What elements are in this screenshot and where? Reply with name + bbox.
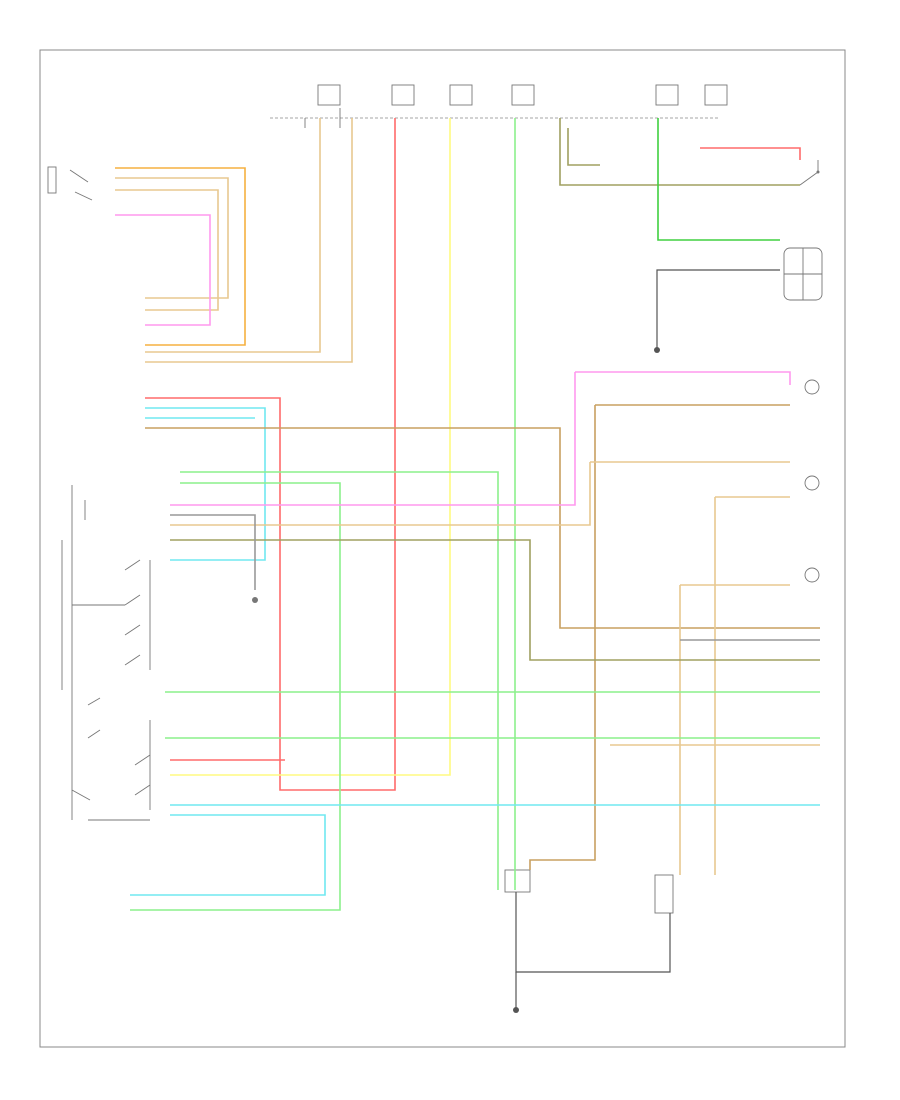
wire-olive-2 — [567, 128, 600, 166]
wire-yellow-main — [170, 118, 451, 776]
wire-cyan-4 — [130, 814, 326, 896]
wire-olive-mid — [170, 539, 820, 661]
wire-pink-top-right — [700, 147, 801, 160]
wire-tan-mid — [170, 462, 591, 526]
wire-cyan-1 — [145, 407, 266, 561]
wire-gray-mid — [170, 514, 256, 590]
wire-tan-2 — [115, 189, 219, 311]
wire-red-main — [145, 118, 396, 791]
wire-lightgreen-3 — [130, 482, 341, 911]
wire-brown-1 — [145, 427, 820, 629]
wire-lightgreen-2 — [180, 471, 499, 890]
wire-tan-1 — [115, 177, 229, 299]
diagram-frame — [39, 49, 846, 1048]
wire-pink-3 — [170, 372, 576, 506]
wire-pink-2 — [575, 371, 791, 385]
wire-tan-3 — [145, 118, 321, 353]
right-lamp-connectors — [783, 247, 823, 583]
wire-olive-top — [559, 118, 800, 186]
wire-tan-4 — [145, 118, 353, 363]
wire-tan-right-2 — [714, 496, 790, 875]
bottom-lamps — [504, 869, 674, 914]
wire-brown-3 — [529, 405, 596, 870]
headlamp-switch-contacts — [47, 166, 93, 201]
wire-tan-right-3 — [679, 584, 790, 875]
wire-black-bottom — [515, 892, 671, 973]
wire-green-top-right — [657, 118, 780, 241]
switch-top-right — [799, 160, 820, 186]
multifunction-switch-contacts — [61, 485, 151, 821]
wire-black-right — [656, 269, 780, 350]
wire-orange-1 — [115, 167, 246, 346]
fuse-block — [304, 84, 728, 128]
wire-pink-1 — [115, 214, 211, 326]
ground-symbols — [252, 347, 660, 1013]
